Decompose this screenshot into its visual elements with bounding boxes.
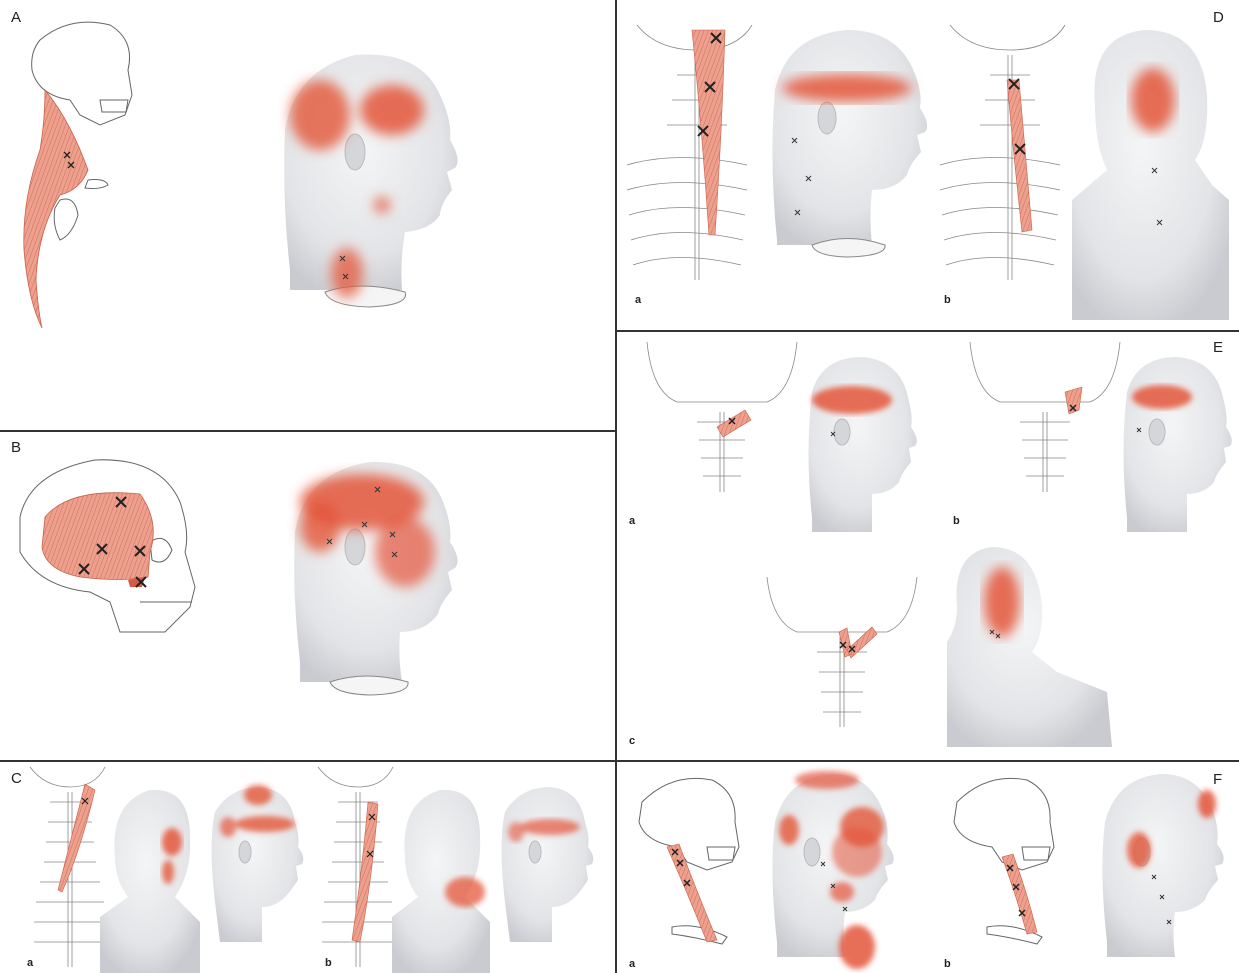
panel-f: F a b <box>617 762 1239 973</box>
head-profile <box>1124 357 1232 532</box>
semispinalis-muscle <box>692 30 725 235</box>
cervical-spine-small <box>970 342 1120 492</box>
panel-e: E a b c <box>617 332 1239 759</box>
panel-a-illustration <box>0 0 614 429</box>
panel-b: B <box>0 432 614 759</box>
skull-outline <box>639 778 739 944</box>
head-back <box>947 547 1112 747</box>
panel-d-illustration <box>617 0 1239 329</box>
panel-a: A <box>0 0 614 429</box>
pain-referral-zones <box>984 567 1020 637</box>
head-profile <box>772 30 927 257</box>
rectus-capitis-muscle <box>1065 387 1082 414</box>
pain-referral-zones <box>445 877 485 907</box>
multifidus-muscle <box>1007 80 1032 232</box>
pain-referral-zones <box>782 74 912 102</box>
head-profile <box>809 357 917 532</box>
sternocleidomastoid-muscle <box>24 90 88 328</box>
pain-referral-zones <box>1131 68 1175 132</box>
spine-ribs <box>940 25 1065 280</box>
spine-ribs <box>627 25 752 280</box>
upper-trapezius-muscle <box>58 784 95 892</box>
pain-referral-zones <box>812 386 892 414</box>
panel-b-illustration <box>0 432 614 759</box>
panel-e-illustration <box>617 332 1239 759</box>
temporalis-muscle <box>42 493 153 580</box>
scalene-muscle <box>667 844 717 942</box>
pain-referral-zones <box>1132 385 1192 409</box>
panel-d: D a b <box>617 0 1239 329</box>
head-back <box>100 790 200 973</box>
panel-c-illustration <box>0 762 614 973</box>
panel-f-illustration <box>617 762 1239 973</box>
head-profile <box>502 787 594 942</box>
cervical-spine-small <box>647 342 797 492</box>
cervical-spine-small <box>767 577 917 727</box>
head-profile <box>212 787 304 942</box>
panel-c: C a b <box>0 762 614 973</box>
